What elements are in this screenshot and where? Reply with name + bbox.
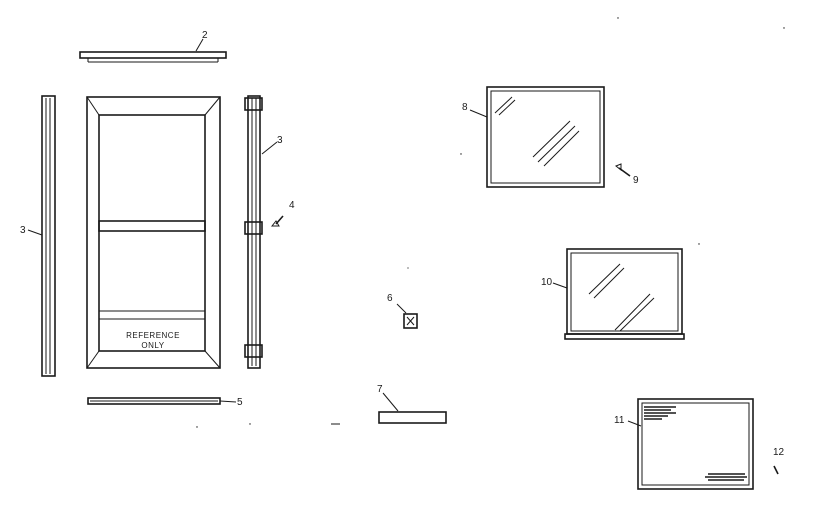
callout-7: 7	[377, 384, 383, 395]
glass-panel-with-channel	[564, 248, 685, 340]
bottom-rail-part	[87, 397, 221, 405]
sweep-part	[378, 411, 447, 424]
left-side-rail-part	[41, 95, 56, 377]
callout-12: 12	[773, 447, 785, 458]
clip-part	[615, 163, 631, 177]
top-rail-part	[79, 51, 227, 63]
door-reference-label-line-1: REFERENCE	[126, 331, 180, 340]
glass-insert-panel	[486, 86, 605, 188]
screw-part	[270, 215, 284, 227]
callout-4: 4	[289, 200, 295, 211]
bracket-part	[403, 313, 418, 329]
callout-5: 5	[237, 397, 243, 408]
instruction-text-block-bottom	[705, 473, 747, 481]
door-frame	[86, 96, 221, 369]
callout-8: 8	[462, 102, 468, 113]
callout-3-right: 3	[277, 135, 283, 146]
callout-2: 2	[202, 30, 208, 41]
callout-11: 11	[614, 415, 625, 426]
instruction-panel	[637, 398, 754, 490]
callout-9: 9	[633, 175, 639, 186]
instruction-text-block-top	[644, 406, 676, 420]
callout-10: 10	[541, 277, 553, 288]
callout-6: 6	[387, 293, 393, 304]
fastener-part	[773, 465, 779, 475]
callout-3-left: 3	[20, 225, 26, 236]
right-side-rail-part	[244, 95, 263, 369]
scan-specks	[196, 17, 785, 428]
door-reference-label-line-2: ONLY	[141, 341, 164, 350]
